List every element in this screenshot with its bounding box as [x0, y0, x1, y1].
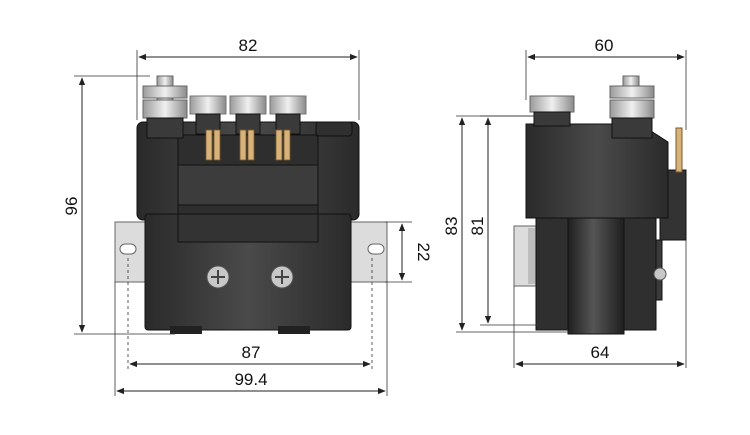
front-terminal-right-cap — [315, 121, 353, 137]
front-screw-left-icon — [206, 265, 230, 289]
dim-front-width-82: 82 — [239, 36, 258, 55]
front-terminal-middle-left — [189, 95, 227, 135]
dim-bracket-width-99-4: 99.4 — [234, 370, 267, 389]
front-screw-right-icon — [270, 265, 294, 289]
side-view — [513, 75, 687, 335]
dim-hole-spacing-87: 87 — [242, 343, 261, 362]
front-lower-housing — [144, 213, 352, 334]
side-dimensions: 60 83 81 64 — [442, 36, 687, 368]
side-upper-housing — [525, 123, 687, 241]
front-spade-connectors — [205, 129, 291, 161]
dim-bracket-slot-22: 22 — [414, 243, 433, 262]
side-terminal-left — [529, 95, 575, 127]
dim-side-height-83: 83 — [442, 217, 461, 236]
dim-side-depth-64: 64 — [591, 343, 610, 362]
front-dimensions: 82 96 22 87 99.4 — [62, 36, 433, 396]
side-mounting-bracket — [513, 225, 537, 287]
front-terminal-middle — [229, 95, 267, 135]
dim-front-height-96: 96 — [62, 197, 81, 216]
dim-side-height-81: 81 — [468, 217, 487, 236]
dim-side-depth-60: 60 — [595, 36, 614, 55]
front-main-terminal-left — [142, 75, 188, 139]
front-view — [114, 75, 388, 334]
side-lower-housing — [535, 217, 667, 335]
side-main-terminal-right — [609, 75, 655, 139]
front-upper-housing — [136, 121, 360, 221]
